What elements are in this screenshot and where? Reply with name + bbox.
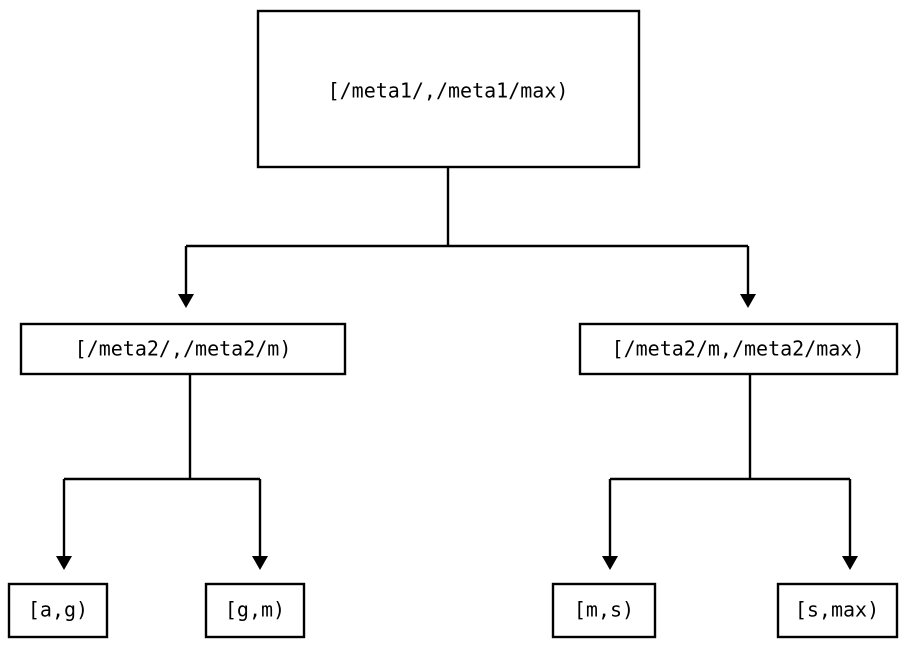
node-leaf-s-max-box[interactable] (776, 582, 899, 639)
node-leaf-s-max[interactable]: [s,max) (776, 582, 899, 639)
arrowhead-icon-to-leaf-s-max (842, 556, 858, 570)
node-leaf-s-max-label: [s,max) (795, 598, 879, 622)
node-leaf-g-m-label: [g,m) (225, 598, 285, 622)
arrowhead-icon-to-mid-left (178, 294, 194, 308)
node-leaf-m-s[interactable]: [m,s) (551, 582, 657, 639)
node-root-box[interactable] (256, 9, 641, 169)
node-root-label: [/meta1/,/meta1/max) (328, 79, 569, 103)
node-leaf-a-g[interactable]: [a,g) (7, 582, 109, 639)
node-mid-left-label: [/meta2/,/meta2/m) (75, 337, 292, 361)
node-leaf-a-g-box[interactable] (7, 582, 109, 639)
node-leaf-g-m-box[interactable] (204, 582, 306, 639)
arrowhead-icon-to-leaf-g-m (252, 556, 268, 570)
node-leaf-m-s-label: [m,s) (574, 598, 634, 622)
node-leaf-a-g-label: [a,g) (28, 598, 88, 622)
edge-group-root (178, 167, 756, 308)
arrowhead-icon-to-leaf-a-g (56, 556, 72, 570)
arrowhead-icon-to-mid-right (740, 294, 756, 308)
node-mid-left[interactable]: [/meta2/,/meta2/m) (19, 322, 347, 376)
edge-group-mid-right (602, 374, 858, 570)
edge-group-mid-left (56, 374, 268, 570)
node-mid-right[interactable]: [/meta2/m,/meta2/max) (578, 322, 899, 376)
node-mid-right-label: [/meta2/m,/meta2/max) (612, 337, 865, 361)
node-mid-right-box[interactable] (578, 322, 899, 376)
node-leaf-m-s-box[interactable] (551, 582, 657, 639)
arrowhead-icon-to-leaf-m-s (602, 556, 618, 570)
node-root[interactable]: [/meta1/,/meta1/max) (256, 9, 641, 169)
node-leaf-g-m[interactable]: [g,m) (204, 582, 306, 639)
node-mid-left-box[interactable] (19, 322, 347, 376)
